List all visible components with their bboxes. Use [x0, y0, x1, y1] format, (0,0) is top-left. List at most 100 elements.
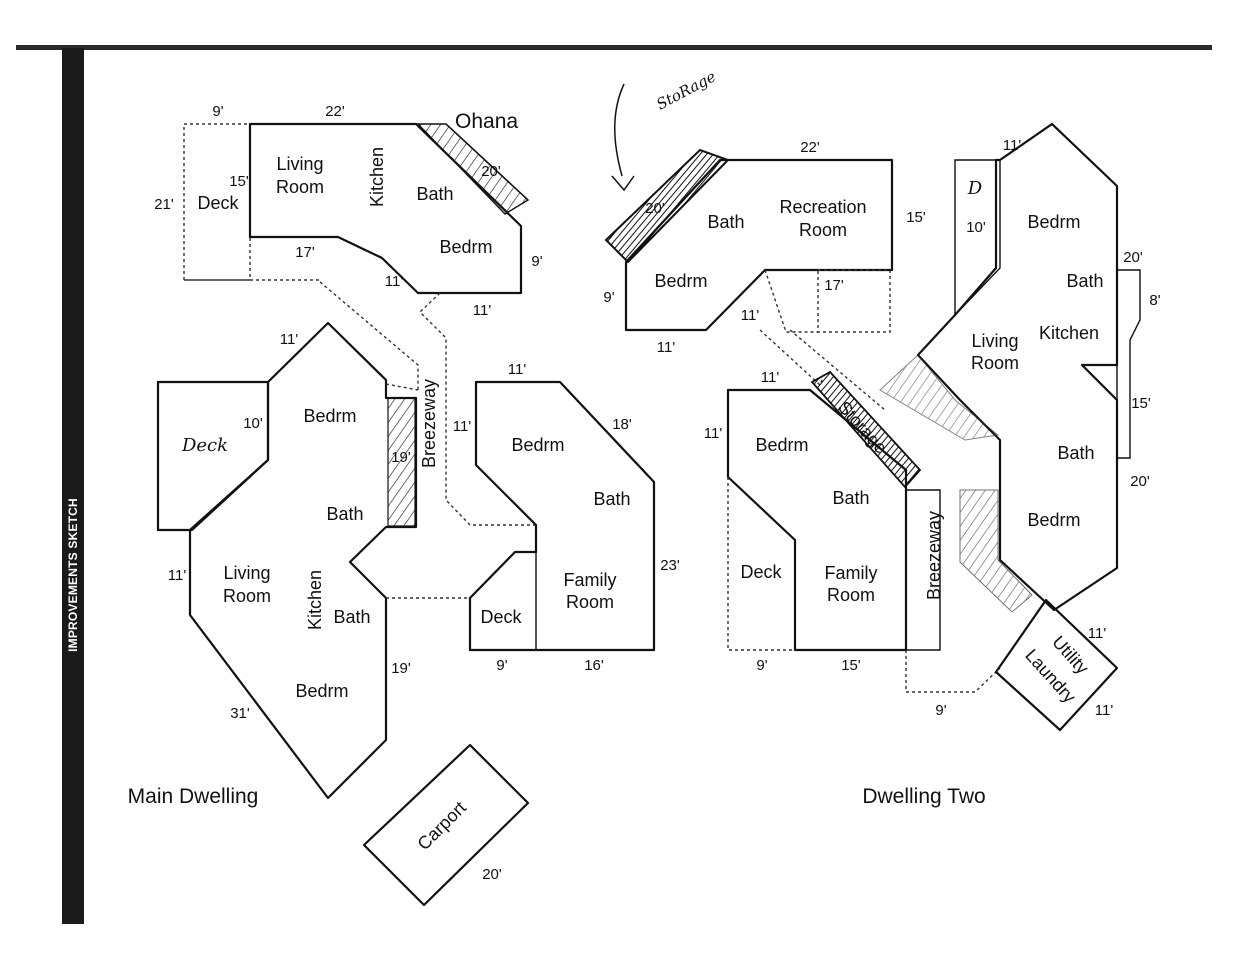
- main-right-walls: [468, 380, 656, 652]
- two-dim-11b: 11': [657, 339, 676, 356]
- ohana-dim-21: 21': [154, 196, 174, 213]
- two-d-mark: D: [967, 178, 983, 199]
- main-bath2-label: Bath: [333, 607, 370, 627]
- two-dim-15b: 15': [1131, 395, 1151, 412]
- two-dim-15: 15': [906, 209, 926, 226]
- carport-dim-20: 20': [482, 866, 502, 883]
- two-bedrm-label: Bedrm: [654, 271, 707, 291]
- two-bedrm-r1-label: Bedrm: [1027, 212, 1080, 232]
- ohana-dim-22-top: 22': [325, 103, 345, 120]
- two-bath-r2-label: Bath: [1057, 443, 1094, 463]
- two-family-line1: Family: [825, 563, 878, 583]
- main-breeze-top: [385, 383, 419, 391]
- two-top-walls: [624, 158, 894, 332]
- two-right-hatched-link: [879, 354, 1000, 441]
- two-top-connector: [764, 269, 818, 333]
- main-dwelling-caption: Main Dwelling: [128, 785, 259, 808]
- two-dim-20b: 20': [1123, 249, 1143, 266]
- main-dim-16: 16': [584, 657, 604, 674]
- ohana-dim-20: 20': [481, 163, 501, 180]
- main-breezeway-label: Breezeway: [419, 379, 439, 468]
- ohana-breeze-right: [418, 292, 535, 526]
- two-right-hatched-corner: [959, 489, 1033, 613]
- ohana-dim-9: 9': [531, 253, 542, 270]
- two-dim-15c: 15': [841, 657, 861, 674]
- two-dim-9b: 9': [756, 657, 767, 674]
- carport-label: Carport: [413, 797, 470, 854]
- two-dim-20: 20': [645, 200, 665, 217]
- two-bath-label: Bath: [707, 212, 744, 232]
- two-dim-20c: 20': [1130, 473, 1150, 490]
- main-deck-hand: [156, 380, 270, 532]
- main-bedrm-right-label: Bedrm: [511, 435, 564, 455]
- main-right-wing: [468, 380, 656, 652]
- ohana-dim-17: 17': [295, 244, 315, 261]
- main-kitchen-label: Kitchen: [305, 570, 325, 630]
- ohana-deck-label: Deck: [197, 193, 239, 213]
- two-breezeway-dash: [905, 650, 1001, 693]
- main-bath-right-label: Bath: [593, 489, 630, 509]
- two-dim-11-top: 11': [1003, 137, 1022, 154]
- two-recreation-line1: Recreation: [779, 197, 866, 217]
- ohana-dim-11a: 11': [385, 273, 404, 290]
- two-deck-label: Deck: [740, 562, 782, 582]
- two-dim-22: 22': [800, 139, 820, 156]
- two-dim-11-l2: 11': [704, 425, 723, 442]
- ohana-unit: [183, 122, 530, 295]
- main-family-line2: Room: [566, 592, 614, 612]
- two-living-line2: Room: [971, 353, 1019, 373]
- two-top-dashed-closet: [817, 269, 891, 333]
- two-family-line2: Room: [827, 585, 875, 605]
- main-left-wing: [156, 321, 470, 800]
- top-rule: [16, 45, 1212, 50]
- main-dim-9: 9': [496, 657, 507, 674]
- main-dim-23: 23': [660, 557, 680, 574]
- two-dim-8: 8': [1149, 292, 1160, 309]
- ohana-kitchen-label: Kitchen: [367, 147, 387, 207]
- two-dim-9c: 9': [935, 702, 946, 719]
- two-top-storage-hatch: [604, 148, 730, 264]
- main-dim-11-left: 11': [168, 567, 187, 584]
- ohana-storage-edge: [445, 123, 529, 201]
- two-breezeway-box: [906, 489, 941, 651]
- two-dim-11-u2: 11': [1095, 702, 1114, 719]
- two-breeze-connector-b: [789, 329, 886, 411]
- main-dim-11-mid: 11': [453, 418, 472, 435]
- two-storage-strip: [810, 370, 922, 489]
- ohana-living-line1: Living: [276, 154, 323, 174]
- main-dim-11-top: 11': [280, 331, 299, 348]
- main-deck-right-label: Deck: [480, 607, 522, 627]
- two-bedrm-r2-label: Bedrm: [1027, 510, 1080, 530]
- two-breezeway-label: Breezeway: [924, 511, 944, 600]
- two-living-line1: Living: [971, 331, 1018, 351]
- main-bedrm-top-label: Bedrm: [303, 406, 356, 426]
- two-left-walls: [726, 388, 908, 652]
- main-bath-label: Bath: [326, 504, 363, 524]
- two-recreation-line2: Room: [799, 220, 847, 240]
- two-dim-9: 9': [603, 289, 614, 306]
- main-dim-11-right: 11': [508, 361, 527, 378]
- main-dim-10: 10': [243, 415, 263, 432]
- two-left-deck: [727, 477, 795, 651]
- two-dim-10: 10': [966, 219, 986, 236]
- side-bar: [62, 48, 84, 924]
- main-dim-19b: 19': [391, 660, 411, 677]
- two-dim-11-l: 11': [761, 369, 780, 386]
- ohana-living-line2: Room: [276, 177, 324, 197]
- two-right-d-closet: [954, 159, 1001, 317]
- ohana-dim-11b: 11': [473, 302, 492, 319]
- storage-arrow-head: [611, 175, 635, 192]
- dwelling-two-caption: Dwelling Two: [862, 785, 985, 808]
- ohana-bath-label: Bath: [416, 184, 453, 204]
- two-right-bump: [1116, 269, 1141, 459]
- main-dim-31: 31': [230, 705, 250, 722]
- main-deck-hand-label: Deck: [181, 435, 228, 456]
- ohana-dim-15: 15': [229, 173, 249, 190]
- main-dim-18: 18': [612, 416, 632, 433]
- storage-arrow-line: [614, 83, 625, 177]
- two-kitchen-label: Kitchen: [1039, 323, 1099, 343]
- ohana-bedrm-label: Bedrm: [439, 237, 492, 257]
- ohana-title: Ohana: [455, 110, 518, 133]
